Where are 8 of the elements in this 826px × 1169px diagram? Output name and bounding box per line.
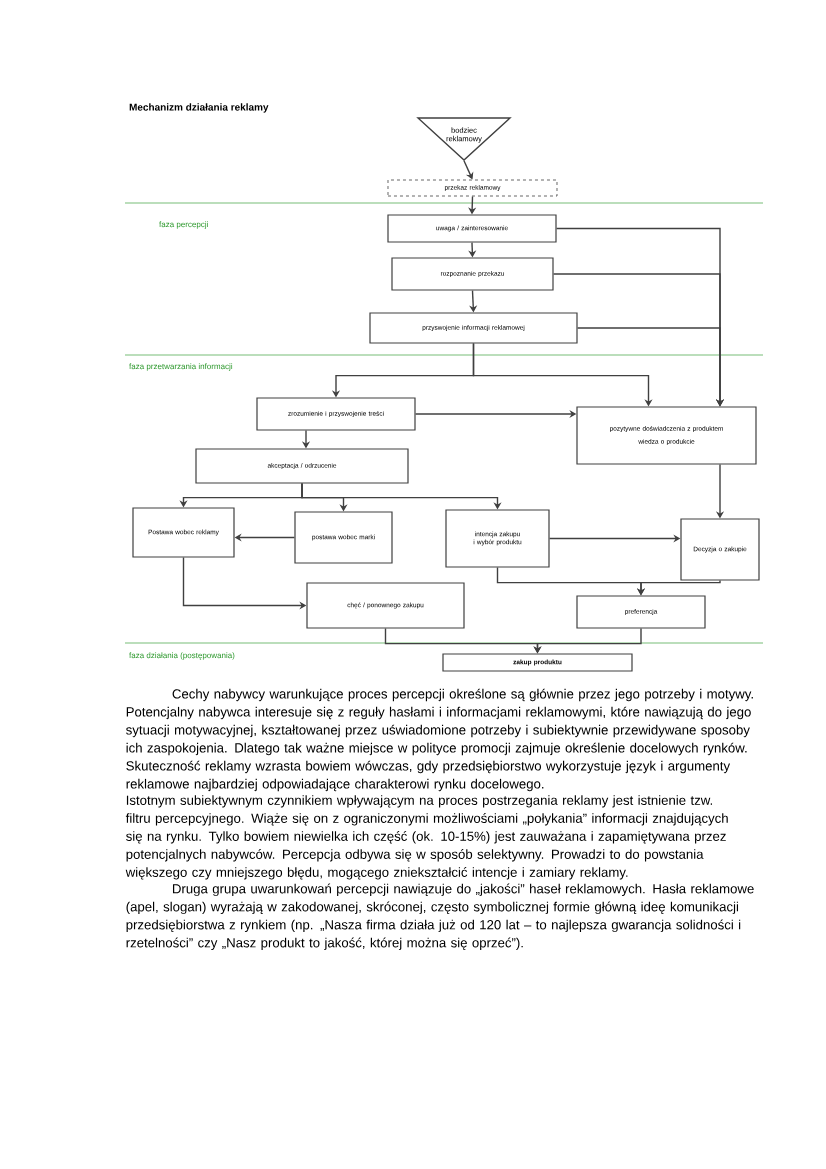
paragraph: Druga grupa uwarunkowań percepcji nawiązuje do „jakości” haseł reklamowych. Hasła reklamowe (apel, slogan) wyrażają w zakodowanej, skróconej, często symbolicznej formie główną ideę komunikacji przedsiębiorstwa z rynkiem (np. „Nasza firma działa już od 120 lat – to najlepsza gwarancja solidności i rzetelności” czy „Nasz produkt to jakość, której można się oprzeć”). — [126, 883, 754, 951]
phase-label: faza działania (postępowania) — [129, 652, 235, 660]
heading: Mechanizm działania reklamy — [129, 103, 269, 113]
paragraph: Istotnym subiektywnym czynnikiem wpływającym na proces postrzegania reklamy jest istnienie tzw. filtru percepcyjnego. Wiąże się on z ograniczonymi możliwościami „połykania” informacji znajdujących się na rynku. Tylko bowiem niewielka ich część (ok. 10-15%) jest zauważana i zapamiętywana przez potencjalnych nabywców. Percepcja odbywa się w sposób selektywny. Prowadzi to do powstania większego czy mniejszego błędu, mogącego zniekształcić intencje i zamiary reklamy. — [125, 795, 728, 880]
paragraph: Cechy nabywcy warunkujące proces percepcji określone są głównie przez jego potrzeby i motywy. Potencjalny nabywca interesuje się z reguły hasłami i informacjami reklamowymi, które nawiązują do jego sytuacji motywacyjnej, kształtowanej przez uświadomione potrzeby i subiektywnie przewidywane sposoby ich zaspokojenia. Dlatego tak ważne miejsce w polityce promocji zajmuje określenie docelowych rynków. Skuteczność reklamy wzrasta bowiem wówczas, gdy przedsiębiorstwo wykorzystuje język i argumenty reklamowe najbardziej odpowiadające charakterowi rynku docelowego. — [126, 688, 753, 792]
phase-label: faza percepcji — [159, 221, 208, 229]
phase-label: faza przetwarzania informacji — [129, 363, 233, 371]
arrow — [463, 160, 474, 180]
